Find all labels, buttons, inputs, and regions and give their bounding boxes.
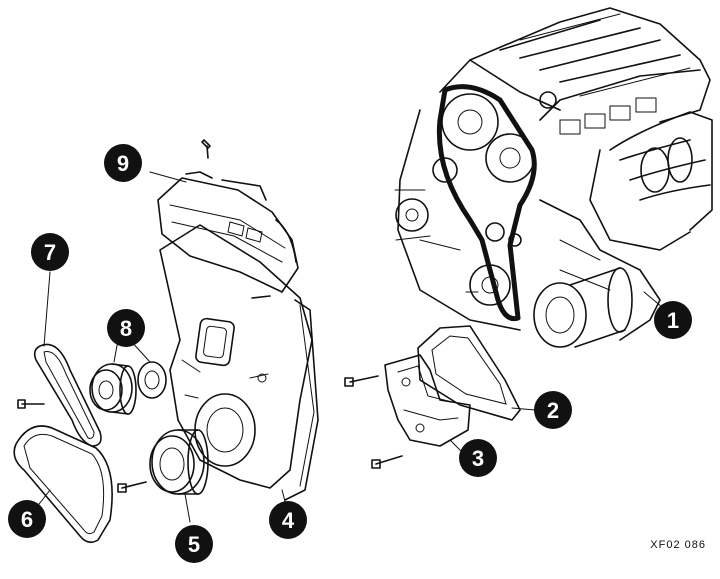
callout-5-label: 5 (188, 532, 200, 557)
reference-code: XF02 086 (650, 539, 706, 551)
callout-8: 8 (107, 309, 145, 347)
callout-7-label: 7 (44, 240, 56, 265)
callout-4: 4 (269, 501, 307, 539)
callout-3-label: 3 (472, 446, 484, 471)
callout-4-label: 4 (282, 508, 295, 533)
accessory-pulley (89, 339, 167, 415)
callout-5: 5 (175, 525, 213, 563)
callout-3: 3 (459, 439, 497, 477)
engine-block (394, 7, 713, 348)
crankshaft-pulley (117, 429, 209, 523)
callout-9: 9 (104, 144, 142, 182)
callout-1: 1 (654, 301, 692, 339)
drive-belt-7 (17, 271, 102, 447)
callout-7: 7 (31, 233, 69, 271)
callout-6: 6 (8, 500, 46, 538)
callout-2: 2 (534, 391, 572, 429)
callout-6-label: 6 (21, 507, 33, 532)
tensioner-bracket (344, 354, 471, 469)
callout-2-label: 2 (547, 398, 559, 423)
upper-timing-cover (149, 139, 299, 293)
rear-cover-plate (417, 325, 536, 421)
callout-1-label: 1 (667, 308, 679, 333)
callout-9-label: 9 (117, 151, 129, 176)
callout-8-label: 8 (120, 316, 132, 341)
